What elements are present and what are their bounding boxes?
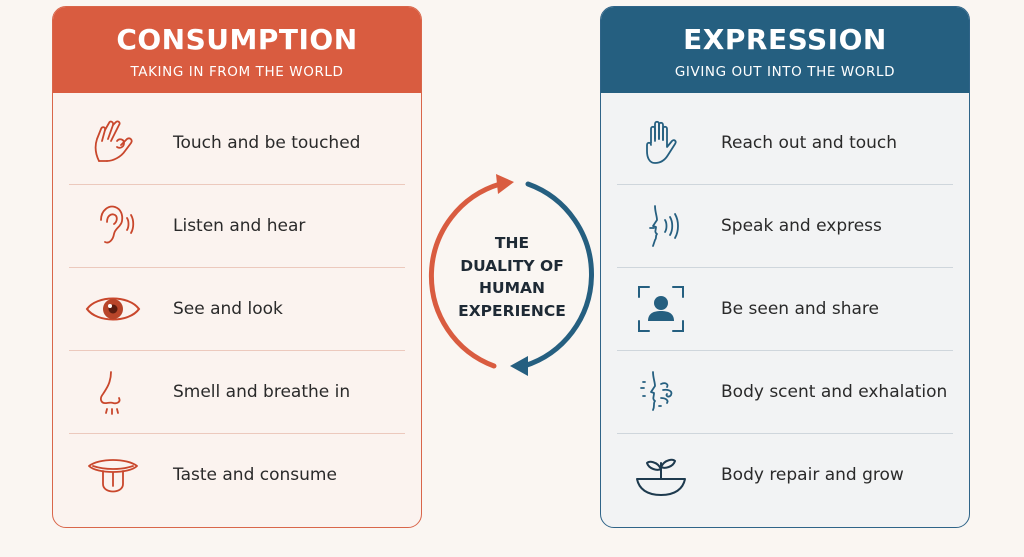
center-line-4: EXPERIENCE [458,301,566,320]
consumption-item-label: Taste and consume [173,465,337,485]
eye-icon [83,279,143,339]
consumption-item-smell: Smell and breathe in [69,350,405,434]
center-line-3: HUMAN [479,279,545,297]
expression-item-speak: Speak and express [617,184,953,268]
expression-panel: EXPRESSION GIVING OUT INTO THE WORLD Rea… [600,6,970,528]
sprout-icon [631,445,691,505]
speaking-face-icon [631,196,691,256]
expression-item-repair: Body repair and grow [617,433,953,517]
open-hand-icon [631,113,691,173]
consumption-item-label: See and look [173,299,283,319]
consumption-item-label: Smell and breathe in [173,382,351,402]
cycle-arrows [428,174,594,376]
consumption-arrow [428,181,503,369]
tongue-icon [83,445,143,505]
consumption-item-touch: Touch and be touched [69,101,405,185]
nose-icon [83,362,143,422]
consumption-item-see: See and look [69,267,405,351]
exhale-face-icon [631,362,691,422]
expression-item-seen: Be seen and share [617,267,953,351]
expression-item-label: Body scent and exhalation [721,382,948,402]
expression-item-scent: Body scent and exhalation [617,350,953,434]
consumption-title: CONSUMPTION [116,23,358,56]
consumption-arrowhead [496,174,514,194]
consumption-item-label: Touch and be touched [173,133,361,153]
expression-header: EXPRESSION GIVING OUT INTO THE WORLD [601,7,969,93]
expression-arrowhead [510,356,528,376]
consumption-item-listen: Listen and hear [69,184,405,268]
center-line-2: DUALITY OF [460,256,564,275]
ear-icon [83,196,143,256]
consumption-panel: CONSUMPTION TAKING IN FROM THE WORLD Tou… [52,6,422,528]
expression-item-label: Be seen and share [721,299,879,319]
expression-title: EXPRESSION [683,23,887,56]
center-title: THE DUALITY OF HUMAN EXPERIENCE [432,232,592,322]
expression-item-reach: Reach out and touch [617,101,953,185]
touch-hand-icon [83,113,143,173]
expression-item-label: Body repair and grow [721,465,904,485]
expression-item-label: Reach out and touch [721,133,898,153]
consumption-item-taste: Taste and consume [69,433,405,517]
person-frame-icon [631,279,691,339]
expression-item-label: Speak and express [721,216,882,236]
consumption-header: CONSUMPTION TAKING IN FROM THE WORLD [53,7,421,93]
consumption-subtitle: TAKING IN FROM THE WORLD [130,64,344,80]
expression-subtitle: GIVING OUT INTO THE WORLD [674,64,896,80]
expression-arrow [521,181,594,369]
center-line-1: THE [494,234,530,252]
consumption-item-label: Listen and hear [173,216,306,236]
